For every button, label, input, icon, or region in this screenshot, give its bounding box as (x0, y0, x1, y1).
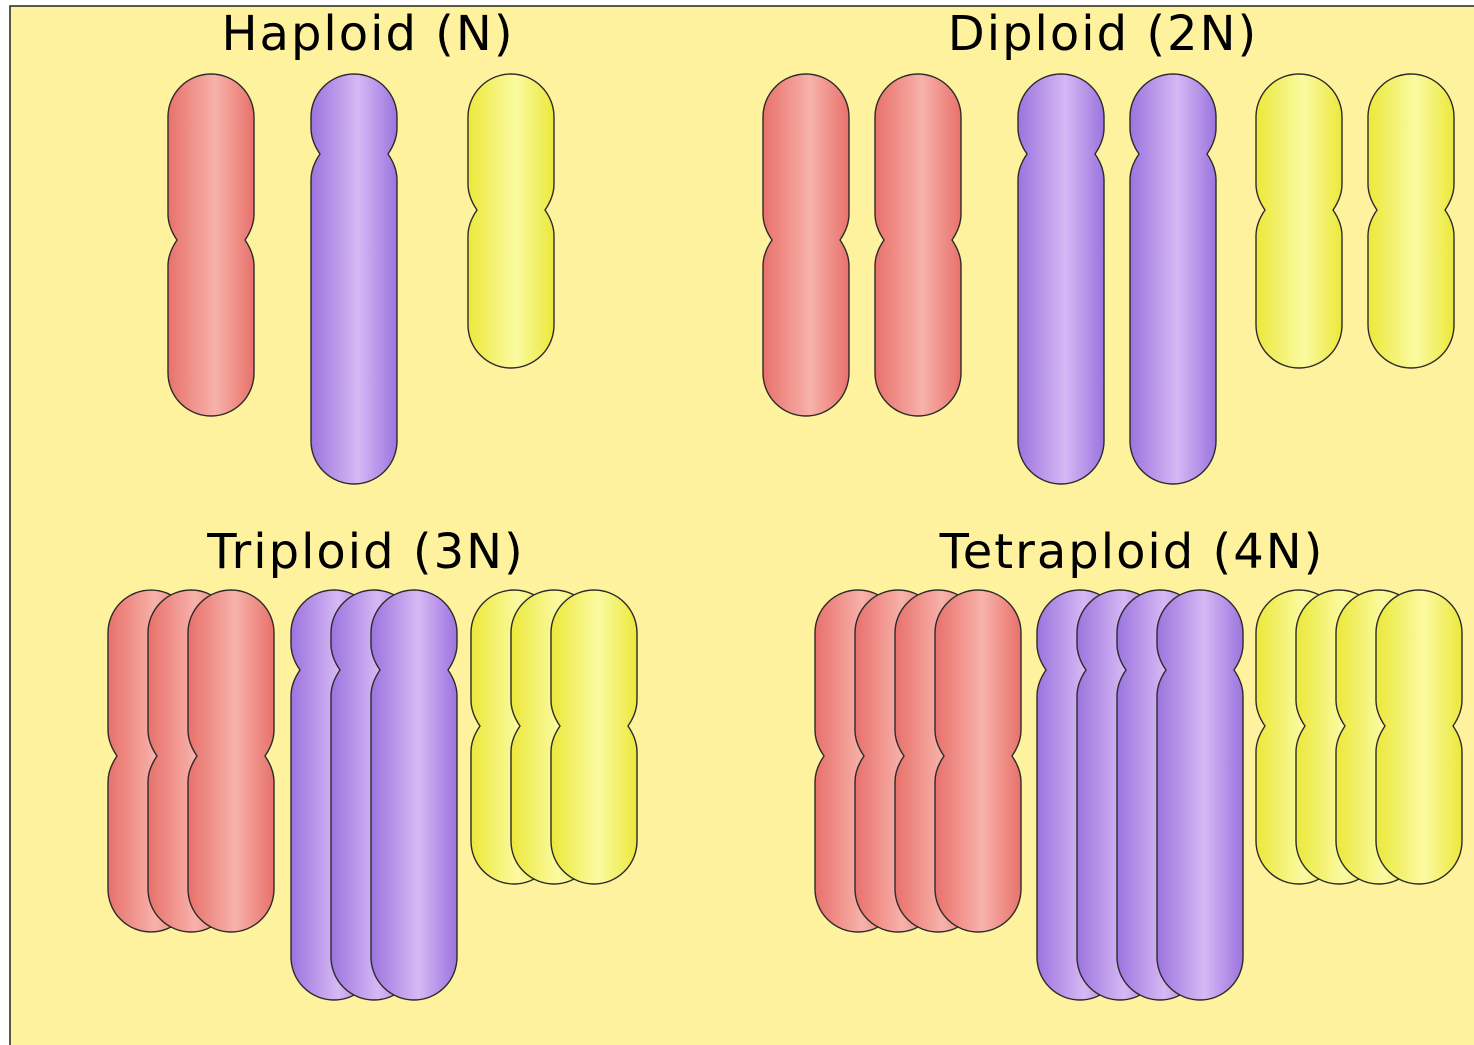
panel-title-tetraploid: Tetraploid (4N) (939, 524, 1325, 580)
chromosome-yellow (1256, 74, 1342, 368)
panel-title-diploid: Diploid (2N) (948, 6, 1258, 62)
chromosome-yellow (1376, 590, 1462, 884)
chromosome-red (188, 590, 274, 932)
chromosome-purple (1018, 74, 1104, 484)
chromosome-purple (311, 74, 397, 484)
chromosome-yellow (468, 74, 554, 368)
chromosome-purple (371, 590, 457, 1000)
panel-title-haploid: Haploid (N) (221, 6, 514, 62)
chromosome-red (168, 74, 254, 416)
chromosome-purple (1130, 74, 1216, 484)
chromosome-yellow (551, 590, 637, 884)
chromosome-red (763, 74, 849, 416)
chromosome-purple (1157, 590, 1243, 1000)
chromosome-red (935, 590, 1021, 932)
chromosome-yellow (1368, 74, 1454, 368)
chromosome-red (875, 74, 961, 416)
panel-title-triploid: Triploid (3N) (206, 524, 524, 580)
